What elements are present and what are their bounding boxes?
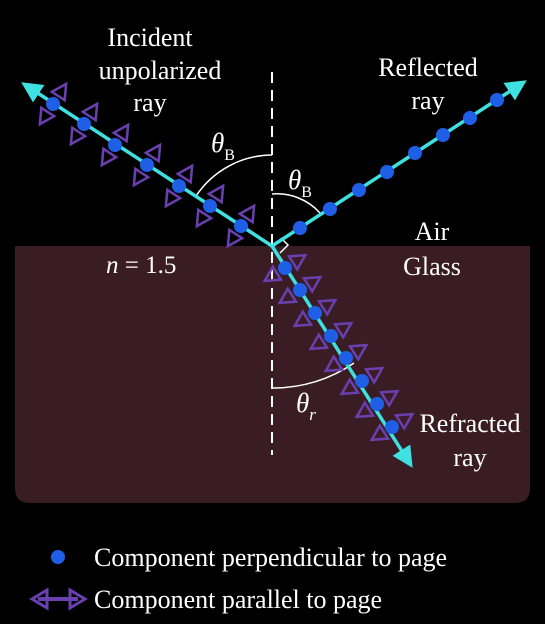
parallel-triangle-icon [38,105,57,127]
refracted-label-line2: ray [453,443,486,472]
reflected-label-line1: Reflected [378,53,478,82]
perpendicular-dot-icon [293,221,307,235]
parallel-triangle-icon [262,264,284,283]
parallel-triangle-icon [363,366,385,385]
perpendicular-dot-icon [463,111,477,125]
parallel-triangle-icon [378,389,400,408]
parallel-triangle-icon [354,400,376,419]
theta-r-label: θr [296,388,316,424]
theta-subscript: r [309,405,316,424]
perpendicular-dot-icon [339,351,353,365]
perpendicular-dot-icon [355,374,369,388]
theta-b-reflected-arc [271,193,321,214]
parallel-triangle-icon [111,122,130,144]
perpendicular-dot-icon [278,261,292,275]
parallel-triangle-icon [164,187,183,209]
theta-b-incident-label: θB [211,128,235,164]
parallel-triangle-icon [308,332,330,351]
polarization-symbols [38,81,504,442]
incident-label-line1: Incident [107,23,193,52]
legend-perpendicular-label: Component perpendicular to page [94,543,447,572]
index-symbol: n [106,252,119,279]
parallel-triangle-icon [292,309,314,328]
parallel-triangle-icon [393,412,415,431]
theta-symbol: θ [296,388,309,418]
parallel-triangle-icon [286,253,308,272]
perpendicular-dot-icon [234,219,248,233]
parallel-triangle-icon [100,146,119,168]
parallel-triangle-icon [132,166,151,188]
perpendicular-dot-icon [323,202,337,216]
parallel-triangle-icon [369,423,391,442]
perpendicular-dot-icon [352,183,366,197]
parallel-triangle-icon [237,203,256,225]
theta-b-incident-arc [195,154,273,197]
legend-perpendicular-dot-icon [51,550,65,564]
legend-parallel-label: Component parallel to page [94,585,382,614]
parallel-triangle-icon [277,286,299,305]
reflected-label-line2: ray [411,86,444,115]
incident-label-line3: ray [133,88,166,117]
parallel-triangle-icon [175,163,194,185]
perpendicular-dot-icon [436,128,450,142]
glass-label: Glass [403,252,461,281]
theta-symbol: θ [211,128,224,158]
refractive-index-label: n = 1.5 [106,252,176,279]
parallel-triangle-icon [339,377,361,396]
parallel-triangle-icon [347,343,369,362]
refracted-label-line1: Refracted [419,409,520,438]
perpendicular-dot-icon [293,283,307,297]
perpendicular-dot-icon [370,397,384,411]
parallel-triangle-icon [301,275,323,294]
perpendicular-dot-icon [380,165,394,179]
theta-b-reflected-label: θB [288,165,312,201]
perpendicular-dot-icon [46,97,60,111]
parallel-triangle-icon [316,298,338,317]
perpendicular-dot-icon [324,329,338,343]
perpendicular-dot-icon [308,306,322,320]
air-label: Air [415,217,450,246]
incident-label-line2: unpolarized [99,56,222,85]
glass-block [15,246,530,503]
perpendicular-dot-icon [77,117,91,131]
theta-symbol: θ [288,165,301,195]
refracted-ray [270,245,413,468]
parallel-triangle-icon [195,207,214,229]
parallel-triangle-icon [226,227,245,249]
parallel-triangle-icon [323,354,345,373]
parallel-triangle-icon [143,142,162,164]
parallel-triangle-icon [49,81,68,103]
parallel-triangle-icon [332,321,354,340]
perpendicular-dot-icon [490,93,504,107]
reflected-ray [271,80,527,248]
legend-parallel-arrow-icon [29,587,88,611]
perpendicular-dot-icon [385,420,399,434]
perpendicular-dot-icon [203,199,217,213]
perpendicular-dot-icon [408,146,422,160]
theta-subscript: B [224,147,235,164]
parallel-triangle-icon [69,125,88,147]
parallel-triangle-icon [206,183,225,205]
parallel-triangle-icon [80,101,99,123]
perpendicular-dot-icon [108,138,122,152]
perpendicular-dot-icon [140,158,154,172]
perpendicular-dot-icon [172,179,186,193]
theta-subscript: B [301,184,312,201]
index-value: = 1.5 [119,252,177,279]
